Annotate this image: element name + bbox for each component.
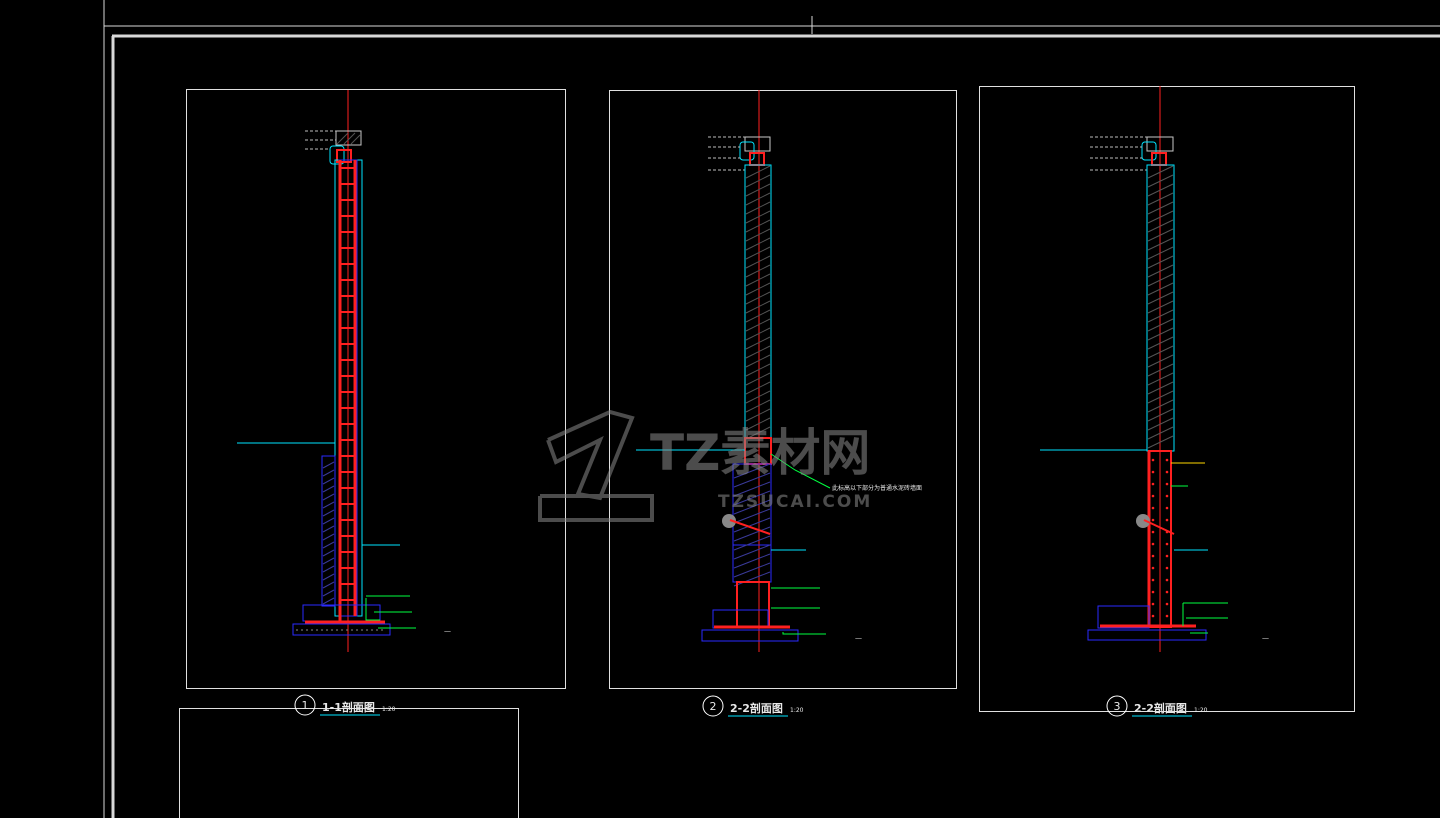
- section-scale: 1:20: [382, 706, 396, 713]
- section-number-circle: [702, 695, 724, 717]
- sheet-box-1: [186, 89, 566, 689]
- section-number: 1: [302, 699, 309, 712]
- tz-logo-icon: [538, 409, 654, 522]
- sheet-box-3: [979, 86, 1355, 712]
- section-title: 2-2剖面图: [1134, 701, 1187, 715]
- section-1-drawing: —: [237, 90, 451, 652]
- section-3-drawing: —: [1040, 86, 1269, 652]
- section-title-1: 1 1-1剖面图 1:20: [294, 694, 396, 716]
- section-number: 3: [1114, 700, 1121, 713]
- section-number-circle: [1106, 695, 1128, 717]
- drawing-frame: [103, 0, 1440, 818]
- section-title-2: 2 2-2剖面图 1:20: [702, 695, 804, 717]
- section-title: 2-2剖面图: [730, 701, 783, 715]
- svg-text:—: —: [1262, 634, 1269, 642]
- watermark-sub: TZSUCAI.COM: [718, 492, 872, 512]
- section-scale: 1:20: [1194, 707, 1208, 714]
- watermark-main: TZ素材网: [650, 424, 870, 482]
- section-number-circle: [294, 694, 316, 716]
- svg-text:—: —: [444, 627, 451, 635]
- svg-text:—: —: [855, 634, 862, 642]
- sheet-boxes: [179, 86, 1355, 818]
- sheet-box-4: [179, 708, 519, 818]
- section-scale: 1:20: [790, 707, 804, 714]
- section-2-drawing: 此标高以下部分为普通水泥砖墙面 —: [636, 90, 922, 652]
- section-title: 1-1剖面图: [322, 700, 375, 714]
- section-title-3: 3 2-2剖面图 1:20: [1106, 695, 1208, 717]
- section-2-annotation: 此标高以下部分为普通水泥砖墙面: [832, 484, 922, 492]
- sheet-box-2: [609, 90, 957, 689]
- section-number: 2: [710, 700, 717, 713]
- watermark: TZ素材网 TZSUCAI.COM: [538, 409, 872, 522]
